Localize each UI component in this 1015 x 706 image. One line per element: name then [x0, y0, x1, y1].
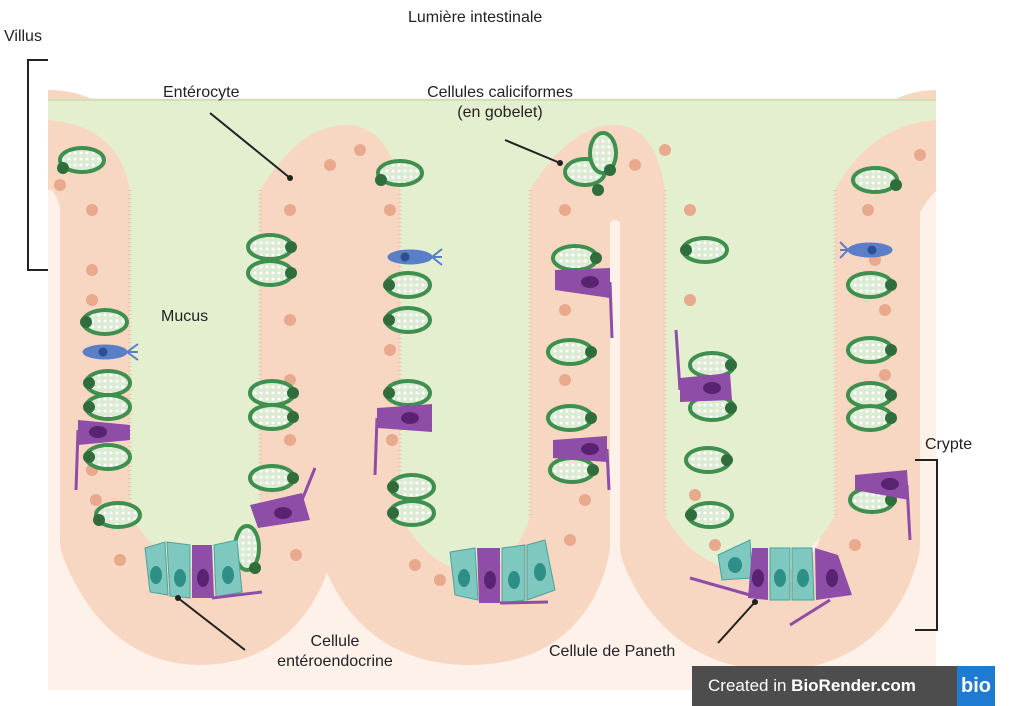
goblet-cell	[80, 308, 129, 336]
goblet-cell	[851, 166, 902, 194]
lumen-label: Lumière intestinale	[408, 9, 543, 26]
goblet-label-line1: Cellules caliciformes	[427, 84, 573, 101]
goblet-label: Cellules caliciformes (en gobelet)	[405, 83, 595, 123]
biorender-logo-icon: bio	[957, 666, 995, 706]
epithelium-band	[45, 90, 942, 670]
crypt-base-cells-1	[144, 539, 263, 600]
biorender-watermark[interactable]: Created in BioRender.com bio	[692, 666, 995, 706]
paneth-label: Cellule de Paneth	[549, 643, 676, 660]
goblet-leader	[504, 139, 561, 164]
mucus-label: Mucus	[161, 308, 209, 325]
goblet-cell	[546, 338, 597, 366]
villus-bracket	[27, 59, 48, 271]
goblet-cell	[246, 259, 297, 287]
paneth-leader	[717, 601, 756, 644]
enteroendocrine-cell	[373, 404, 432, 476]
goblet-cell	[57, 146, 106, 174]
goblet-cell	[83, 393, 132, 421]
goblet-cell	[248, 464, 299, 492]
goblet-cell	[846, 336, 897, 364]
crypt-bracket	[915, 459, 938, 631]
crypt-label: Crypte	[925, 436, 973, 453]
goblet-cell	[846, 271, 897, 299]
goblet-cell	[83, 369, 132, 397]
enteroendocrine-cell	[674, 329, 732, 402]
goblet-cell	[83, 443, 132, 471]
goblet-cell	[383, 379, 432, 407]
goblet-cell	[688, 351, 737, 379]
villus-label: Villus	[4, 28, 42, 45]
goblet-cells	[57, 131, 902, 574]
enteroendocrine-cell	[250, 467, 317, 528]
goblet-cell	[383, 271, 432, 299]
goblet-cell	[846, 404, 897, 432]
enteroendocrine-leader	[177, 597, 246, 651]
enterocyte-leader	[209, 112, 291, 179]
goblet-cell	[248, 403, 299, 431]
goblet-label-line2: (en gobelet)	[457, 104, 543, 121]
goblet-cell	[684, 446, 733, 474]
enteroendocrine-cell	[553, 436, 611, 491]
watermark-text: Created in BioRender.com	[692, 676, 957, 696]
mucus-layer	[48, 100, 936, 570]
enteroendocrine-cell	[855, 470, 912, 541]
tuft-cells	[82, 241, 893, 361]
enterocyte-label: Entérocyte	[163, 84, 240, 101]
goblet-cell	[93, 501, 142, 529]
goblet-cell	[680, 236, 729, 264]
goblet-cell	[387, 473, 436, 501]
tuft-cell	[387, 248, 443, 266]
enterocyte-nuclei	[54, 144, 926, 586]
goblet-cell	[546, 404, 597, 432]
watermark-prefix: Created in	[708, 676, 792, 695]
crypt-base-cells-2	[449, 539, 556, 605]
goblet-cell	[383, 306, 432, 334]
tuft-cell	[839, 241, 893, 259]
enteroendocrine-cell	[74, 420, 130, 491]
goblet-cell	[233, 524, 261, 574]
enteroendocrine-cell	[555, 268, 614, 339]
goblet-cell	[375, 159, 424, 187]
watermark-brand: BioRender.com	[791, 676, 916, 695]
goblet-cell	[588, 131, 618, 176]
goblet-cell	[387, 499, 436, 527]
crypt-base-cells-3	[689, 539, 852, 627]
enteroendocrine-label-line1: Cellule	[310, 633, 360, 650]
enteroendocrine-label-line2: entéroendocrine	[277, 653, 393, 670]
enteroendocrine-cells	[74, 268, 912, 541]
goblet-cell	[685, 501, 734, 529]
enteroendocrine-label: Cellule entéroendocrine	[255, 632, 415, 672]
tuft-cell	[82, 343, 139, 361]
goblet-cell	[248, 379, 299, 407]
